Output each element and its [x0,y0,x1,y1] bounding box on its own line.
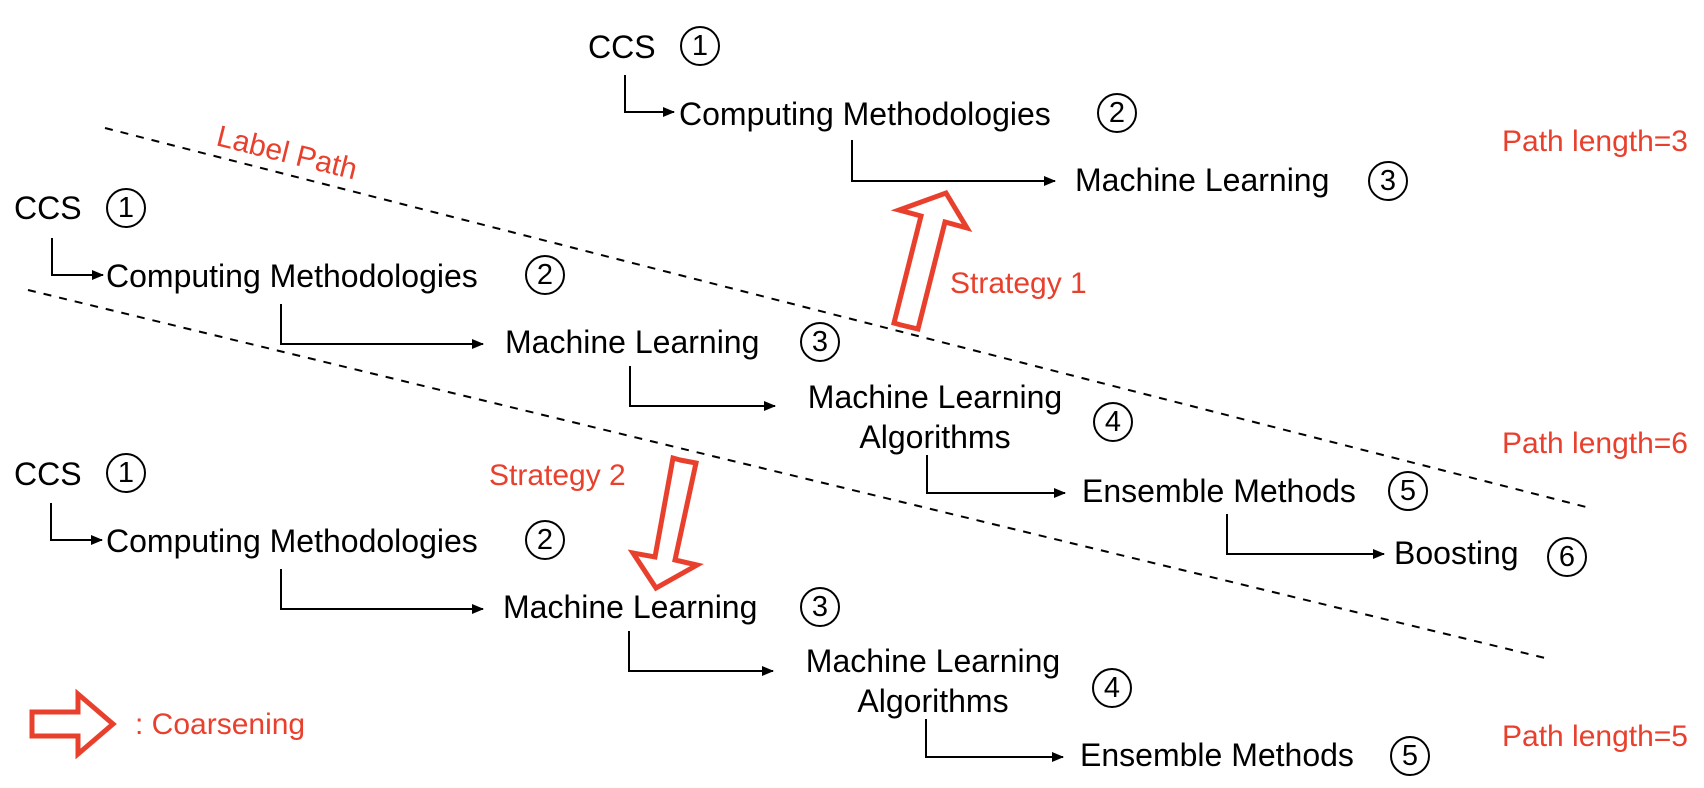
strategy-2-arrow [627,454,704,592]
bottom-num-2: 2 [537,524,553,556]
top-num-3: 3 [1380,165,1396,197]
top-connector-2-3 [851,140,1056,186]
label-path-caption: Label Path [213,120,360,187]
path-length-bottom: Path length=5 [1502,720,1688,753]
mid-connector-3-4 [629,366,776,411]
bottom-node-ml-algorithms-line2: Algorithms [857,683,1008,719]
mid-num-3: 3 [812,326,828,358]
bottom-connector-1-2 [50,503,103,545]
bottom-num-3: 3 [812,591,828,623]
mid-node-ml-algorithms-line1: Machine Learning [808,379,1062,415]
mid-num-4-circle [1093,402,1133,442]
bottom-num-5: 5 [1402,740,1418,772]
mid-num-1-circle [106,188,146,228]
top-num-2: 2 [1109,97,1125,129]
mid-connector-5-6 [1226,514,1385,559]
mid-num-5: 5 [1400,475,1416,507]
top-node-ccs: CCS [588,29,656,65]
path-length-top: Path length=3 [1502,125,1688,158]
bottom-connector-3-4 [628,631,774,676]
mid-num-1: 1 [118,192,134,224]
mid-node-ccs: CCS [14,190,82,226]
coarsening-legend-label: : Coarsening [135,708,305,741]
top-num-2-circle [1097,93,1137,133]
mid-connector-2-3 [280,304,484,349]
mid-node-boosting: Boosting [1394,535,1519,571]
mid-num-2-circle [525,255,565,295]
bottom-num-1-circle [106,453,146,493]
top-num-1-circle [680,26,720,66]
top-node-computing-methodologies: Computing Methodologies [679,96,1051,132]
top-num-1: 1 [692,30,708,62]
top-node-machine-learning: Machine Learning [1075,162,1329,198]
mid-node-machine-learning: Machine Learning [505,324,759,360]
bottom-node-computing-methodologies: Computing Methodologies [106,523,478,559]
bottom-num-2-circle [525,520,565,560]
strategy-1-arrow [890,189,973,332]
bottom-num-3-circle [800,587,840,627]
mid-num-2: 2 [537,259,553,291]
mid-node-ensemble-methods: Ensemble Methods [1082,473,1356,509]
bottom-node-ccs: CCS [14,456,82,492]
mid-num-4: 4 [1105,406,1121,438]
mid-node-ml-algorithms-line2: Algorithms [859,419,1010,455]
top-connector-1-2 [624,75,675,117]
mid-num-6: 6 [1559,541,1575,573]
bottom-num-4: 4 [1104,672,1120,704]
bottom-connector-4-5 [925,719,1064,762]
dashed-band-upper [104,127,1591,509]
bottom-node-ml-algorithms-line1: Machine Learning [806,643,1060,679]
mid-num-6-circle [1547,537,1587,577]
coarsening-legend-arrow-icon [29,688,117,760]
path-length-mid: Path length=6 [1502,427,1688,460]
mid-connector-1-2 [51,238,104,280]
bottom-node-machine-learning: Machine Learning [503,589,757,625]
mid-num-3-circle [800,322,840,362]
top-num-3-circle [1368,161,1408,201]
bottom-num-1: 1 [118,457,134,489]
mid-connector-4-5 [926,455,1066,498]
mid-num-5-circle [1388,471,1428,511]
bottom-num-5-circle [1390,736,1430,776]
mid-node-computing-methodologies: Computing Methodologies [106,258,478,294]
bottom-num-4-circle [1092,668,1132,708]
bottom-node-ensemble-methods: Ensemble Methods [1080,737,1354,773]
bottom-connector-2-3 [280,569,484,614]
dashed-band-lower [27,289,1546,659]
strategy-1-label: Strategy 1 [950,267,1087,300]
strategy-2-label: Strategy 2 [489,459,626,492]
